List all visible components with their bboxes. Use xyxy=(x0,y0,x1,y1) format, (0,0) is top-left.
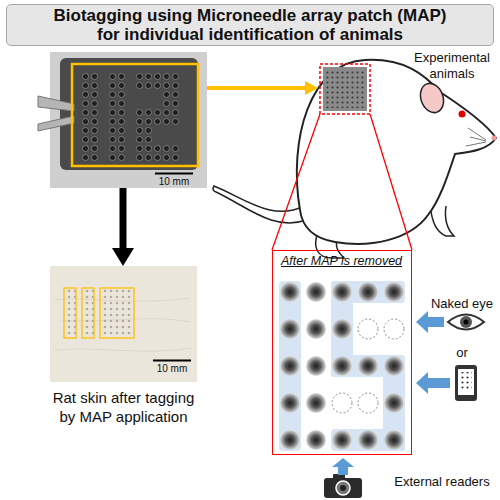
phone-screen-dots xyxy=(460,372,472,390)
needle-digit xyxy=(108,72,126,162)
photo-panel: 10 mm Rat skin after tagging by MAP appli… xyxy=(50,266,197,436)
phone-icon xyxy=(455,365,477,401)
tag-dot xyxy=(306,356,326,376)
phone-screen xyxy=(458,369,474,395)
needle-digit xyxy=(81,72,99,162)
down-arrow xyxy=(120,188,127,248)
applied-patch xyxy=(323,67,367,111)
tag-dot-grid xyxy=(280,282,404,450)
rat-leg xyxy=(430,205,454,236)
digit-highlight xyxy=(383,355,405,451)
eye-outline xyxy=(448,315,484,330)
tag-dot xyxy=(332,319,352,339)
digit-highlight xyxy=(331,281,353,377)
digit-highlight xyxy=(331,281,405,303)
tag-dot xyxy=(280,430,300,450)
eye-pupil xyxy=(464,320,469,325)
empty-dot xyxy=(358,319,378,339)
rat-body xyxy=(297,60,496,244)
tag-dot xyxy=(384,430,404,450)
tweezers xyxy=(38,116,74,131)
rat-illustration xyxy=(213,60,497,258)
photo-caption: Rat skin after tagging by MAP applicatio… xyxy=(48,388,199,426)
applied-patch xyxy=(326,70,364,108)
tag-dot xyxy=(332,430,352,450)
eye-icon xyxy=(448,315,484,330)
empty-dot xyxy=(332,393,352,413)
rat-nose xyxy=(492,136,497,141)
tag-dot xyxy=(384,282,404,302)
tag-dot xyxy=(384,393,404,413)
tag-dot xyxy=(306,393,326,413)
zoom-line xyxy=(272,114,320,250)
digit-highlight xyxy=(331,355,405,377)
photo-panel: 10 mm xyxy=(50,52,207,188)
rat-ear xyxy=(417,80,448,116)
patch-photo xyxy=(38,52,207,188)
tag-dot xyxy=(280,319,300,339)
animal-figure: Experimental animals xyxy=(318,48,498,248)
reader-arrow xyxy=(332,458,354,475)
tag-dot xyxy=(280,282,300,302)
needle-digit xyxy=(135,144,180,162)
photo-background xyxy=(50,266,197,382)
zoom-marker xyxy=(320,64,370,114)
digit-highlight xyxy=(279,281,301,451)
figure-title: Biotagging using Microneedle array patch… xyxy=(48,6,453,44)
highlight-frame xyxy=(72,64,198,166)
camera-icon xyxy=(324,474,362,498)
reader-arrow xyxy=(416,311,444,333)
tag-dot xyxy=(306,319,326,339)
tag-dot xyxy=(332,282,352,302)
empty-dot xyxy=(384,319,404,339)
digit-highlight xyxy=(331,429,405,451)
digit-highlight xyxy=(279,281,405,451)
rat-eye xyxy=(459,111,466,118)
camera-lens xyxy=(340,485,346,491)
reader-label: External readers xyxy=(386,474,498,490)
tag-dot xyxy=(306,430,326,450)
needle-digit xyxy=(135,126,153,144)
tag-outline xyxy=(64,288,76,338)
tag-dot xyxy=(358,430,378,450)
needle-digit xyxy=(135,108,180,126)
title-box: Biotagging using Microneedle array patch… xyxy=(6,4,494,46)
yellow-arrow xyxy=(207,86,305,90)
tag-outline xyxy=(100,288,134,338)
tag-dot xyxy=(280,393,300,413)
rat-whiskers xyxy=(466,128,486,146)
scale-bar xyxy=(153,360,191,362)
phone-body xyxy=(455,365,477,401)
tag-dot xyxy=(358,282,378,302)
zoom-box: After MAP is removed xyxy=(272,250,412,455)
zoom-line xyxy=(370,114,412,250)
camera-lens xyxy=(336,481,350,495)
empty-dot xyxy=(358,393,378,413)
scale-bar xyxy=(155,173,193,175)
tag-dot xyxy=(332,356,352,376)
tag-outline xyxy=(82,288,94,338)
figure-label: Experimental animals xyxy=(408,50,496,82)
reader-arrow xyxy=(416,372,450,394)
conjunction-label: or xyxy=(440,345,484,361)
tag-dot xyxy=(384,356,404,376)
tag-dot xyxy=(280,356,300,376)
camera-body xyxy=(324,478,362,498)
box-heading: After MAP is removed xyxy=(273,254,410,269)
needle-digit xyxy=(135,72,180,90)
skin-photo xyxy=(50,266,197,382)
scale-bar-label: 10 mm xyxy=(148,363,196,374)
patch-base xyxy=(60,58,198,170)
scale-bar-label: 10 mm xyxy=(146,176,202,187)
tweezers xyxy=(38,96,74,111)
tag-dot xyxy=(358,356,378,376)
needle-digit xyxy=(162,90,180,108)
tag-dot xyxy=(306,282,326,302)
reader-label: Naked eye xyxy=(426,296,498,312)
eye-iris xyxy=(460,316,472,328)
